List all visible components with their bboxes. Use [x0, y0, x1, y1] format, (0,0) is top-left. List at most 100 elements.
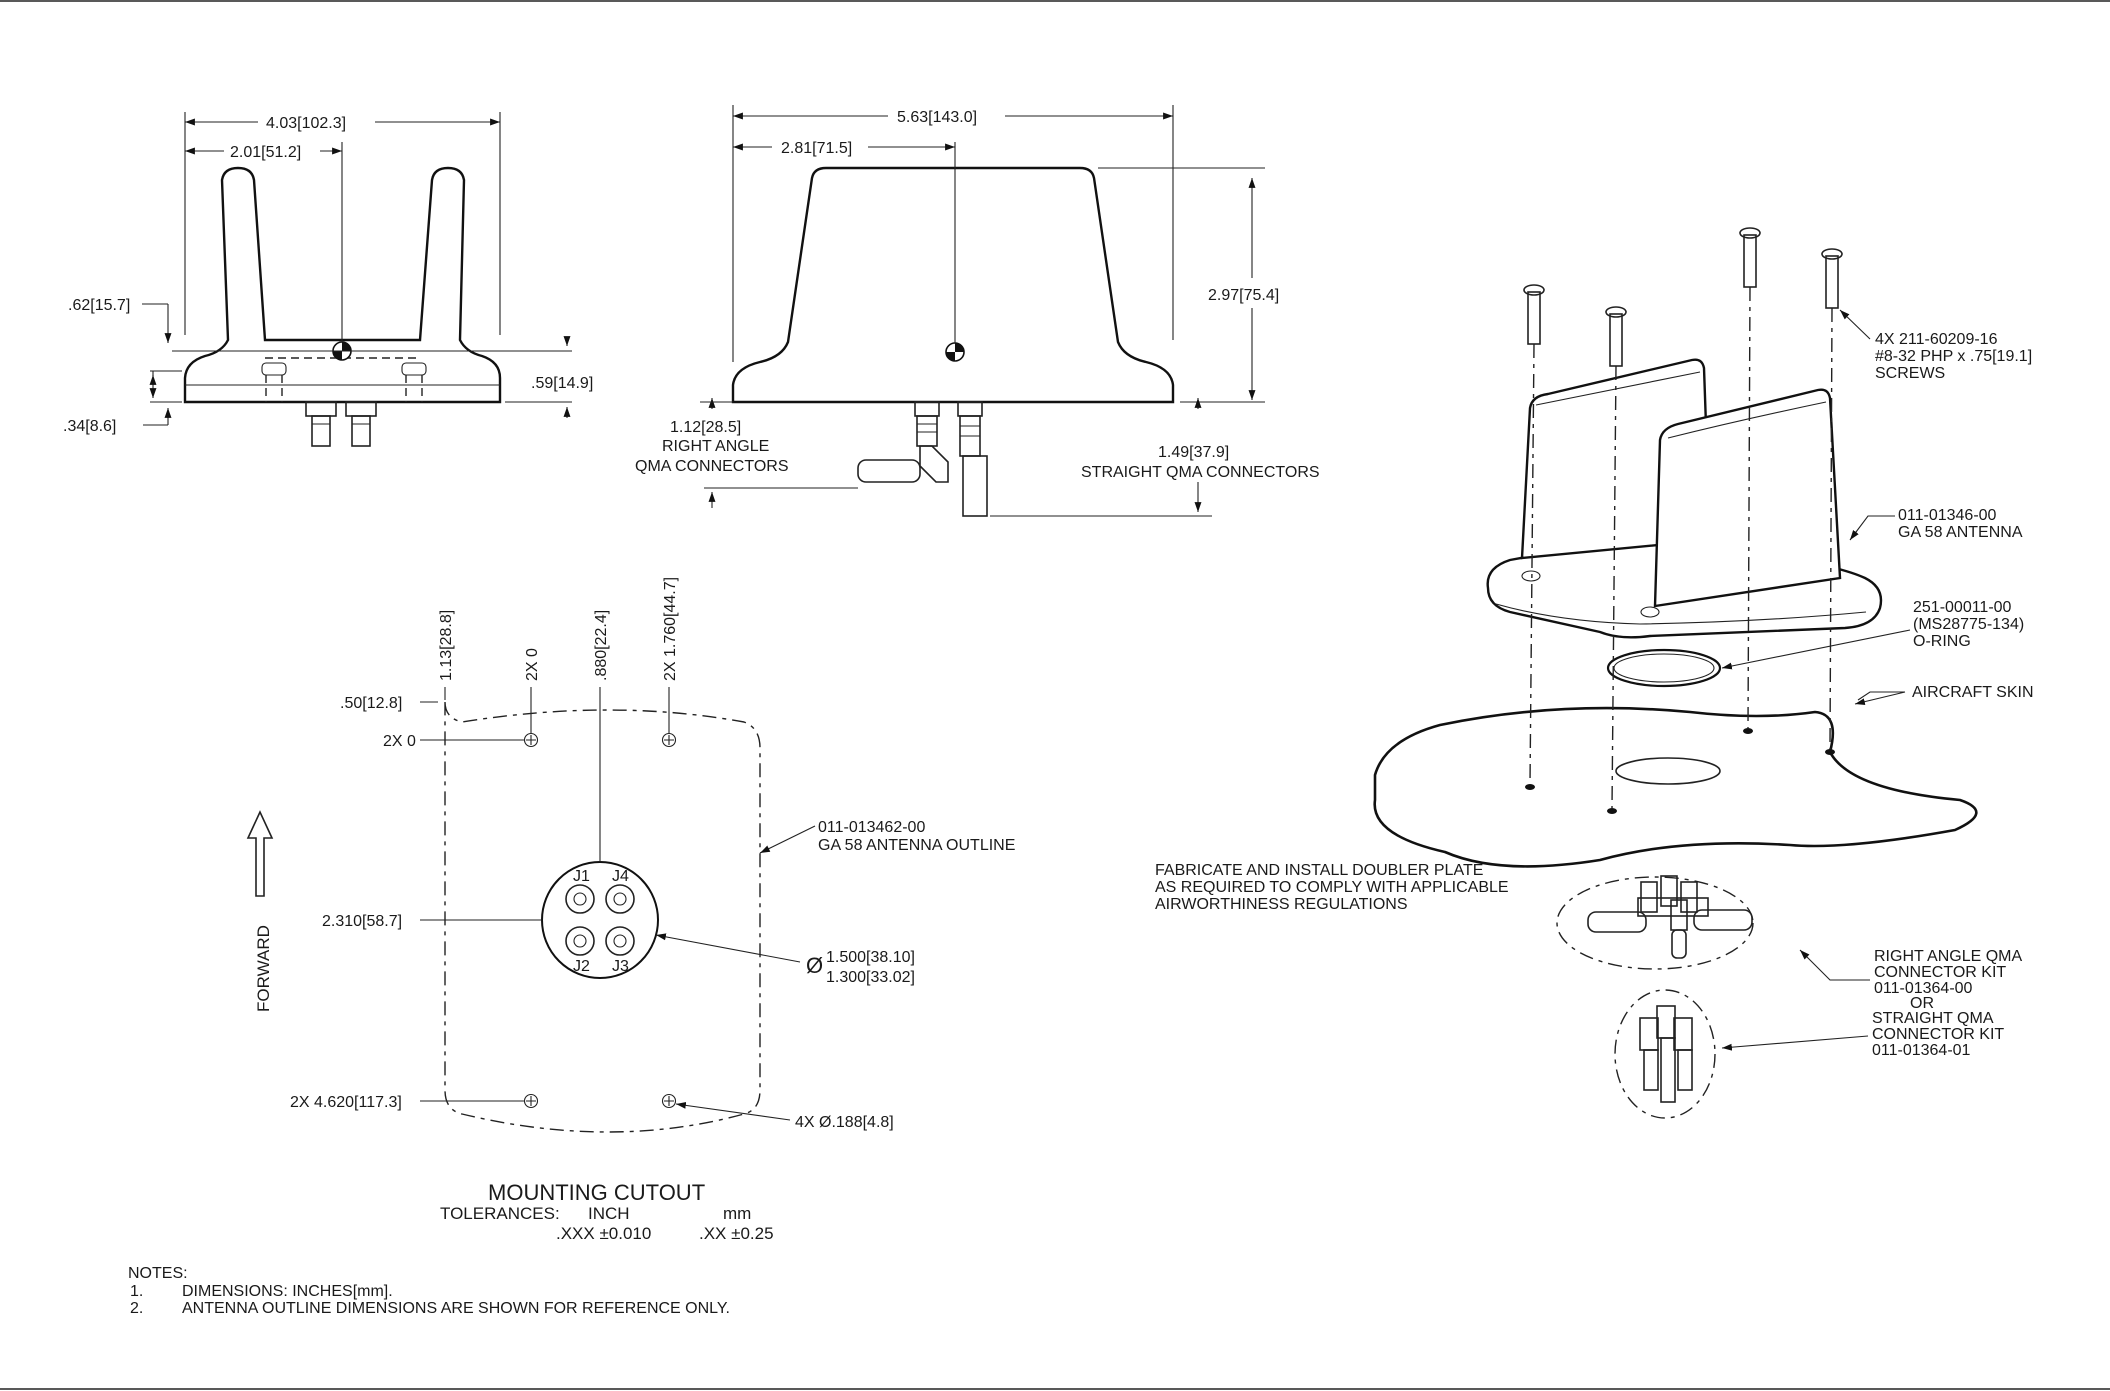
- antenna-outline: [444, 701, 761, 1133]
- side-base-height-dim: .34[8.6]: [63, 418, 116, 435]
- screw-icon: [1605, 306, 1627, 318]
- mounting-cutout-view: J1 J4 J2 J3 1.13[28.8] 2X 0 .880[22.4] 2…: [246, 577, 1015, 1243]
- screws-spec: #8-32 PHP x .75[19.1]: [1875, 348, 2032, 365]
- iso-screws: [1523, 227, 1843, 367]
- screw-icon: [1609, 313, 1623, 367]
- front-straight-label: STRAIGHT QMA CONNECTORS: [1081, 464, 1320, 481]
- dim-x-1: 1.13[28.8]: [438, 610, 455, 681]
- aircraft-skin: [1373, 706, 1978, 868]
- side-flange-height-dim: .59[14.9]: [531, 375, 593, 392]
- note-2-number: 2.: [130, 1300, 143, 1317]
- notes-block: NOTES: 1. DIMENSIONS: INCHES[mm]. 2. ANT…: [128, 1265, 730, 1317]
- screw-icon: [1825, 255, 1839, 309]
- dim-y-3: 2.310[58.7]: [322, 913, 402, 930]
- tolerance-mm: .XX ±0.25: [699, 1224, 774, 1243]
- connector-hole-dia-max: 1.500[38.10]: [826, 949, 915, 966]
- iso-blade-rear-top: [1535, 371, 1701, 406]
- antenna-description: GA 58 ANTENNA: [1898, 524, 2023, 541]
- side-view-screw-hidden: [265, 375, 423, 402]
- kit-ra-part-number: 011-01364-00: [1874, 980, 1973, 997]
- doubler-note-1: FABRICATE AND INSTALL DOUBLER PLATE: [1155, 862, 1483, 879]
- cutout-x-dims: 1.13[28.8] 2X 0 .880[22.4] 2X 1.760[44.7…: [438, 577, 679, 681]
- kit-straight-line-1: STRAIGHT QMA: [1872, 1010, 1994, 1027]
- note-1-number: 1.: [130, 1283, 143, 1300]
- kit-or: OR: [1910, 995, 1934, 1012]
- iso-centerlines: [1529, 286, 1833, 809]
- mounting-cutout-title: MOUNTING CUTOUT: [488, 1180, 705, 1205]
- forward-arrow-icon: [246, 810, 274, 897]
- skin-hole: [1743, 728, 1753, 734]
- jack-j3: J3: [612, 958, 629, 975]
- right-angle-connector-kit: [1587, 875, 1753, 959]
- dim-x-3: .880[22.4]: [593, 610, 610, 681]
- screw-icon: [1743, 234, 1757, 288]
- tolerance-inch: .XXX ±0.010: [556, 1224, 651, 1243]
- screw-icon: [1739, 227, 1761, 239]
- screw-icon: [1527, 291, 1541, 345]
- dim-x-4: 2X 1.760[44.7]: [662, 577, 679, 681]
- iso-base-screw-hole: [1640, 606, 1660, 618]
- o-ring-inner: [1613, 653, 1715, 683]
- iso-base-screw-hole: [1521, 570, 1541, 582]
- iso-antenna-base-edge: [1495, 603, 1867, 625]
- doubler-note-2: AS REQUIRED TO COMPLY WITH APPLICABLE: [1155, 879, 1509, 896]
- doubler-note-3: AIRWORTHINESS REGULATIONS: [1155, 896, 1407, 913]
- side-overall-width-dim: 4.03[102.3]: [266, 115, 346, 132]
- front-view: 5.63[143.0] 2.81[71.5] 2.97[75.4] 1.12[2…: [635, 105, 1320, 517]
- jack-j2: J2: [573, 958, 590, 975]
- oring-part-number: 251-00011-00: [1913, 599, 2012, 616]
- aircraft-skin-label: AIRCRAFT SKIN: [1912, 684, 2034, 701]
- front-right-angle-label-2: QMA CONNECTORS: [635, 458, 789, 475]
- kit-ra-line-1: RIGHT ANGLE QMA: [1874, 948, 2023, 965]
- screws-part-number: 4X 211-60209-16: [1875, 331, 1998, 348]
- front-straight-dim: 1.49[37.9]: [1158, 444, 1229, 461]
- outline-description: GA 58 ANTENNA OUTLINE: [818, 837, 1015, 854]
- jack-j1: J1: [573, 868, 590, 885]
- straight-connector-kit: [1639, 1005, 1693, 1103]
- side-view-screw-head-right: [401, 362, 427, 376]
- tolerance-inch-head: INCH: [588, 1204, 630, 1223]
- side-cg-height-dim: .62[15.7]: [68, 297, 130, 314]
- isometric-installation-view: 4X 211-60209-16 #8-32 PHP x .75[19.1] SC…: [1155, 227, 2034, 1119]
- screw-icon: [1821, 248, 1843, 260]
- screws-label: SCREWS: [1875, 365, 1945, 382]
- front-view-cg-symbol: [945, 342, 965, 362]
- dim-y-2: 2X 0: [383, 733, 416, 750]
- side-view-connectors: [305, 401, 377, 447]
- side-view-antenna-body: [183, 166, 502, 404]
- screw-icon: [1523, 284, 1545, 296]
- note-1-text: DIMENSIONS: INCHES[mm].: [182, 1283, 393, 1300]
- o-ring: [1606, 648, 1722, 688]
- outline-part-number: 011-013462-00: [818, 819, 925, 836]
- side-view: 4.03[102.3] 2.01[51.2] .62[15.7] .34[8.6…: [63, 112, 593, 447]
- dim-x-2: 2X 0: [524, 648, 541, 681]
- front-cg-offset-dim: 2.81[71.5]: [781, 140, 852, 157]
- tolerance-mm-head: mm: [723, 1204, 751, 1223]
- notes-heading: NOTES:: [128, 1265, 188, 1282]
- straight-kit-circle: [1614, 989, 1716, 1119]
- oring-label: O-RING: [1913, 633, 1971, 650]
- front-view-antenna-body: [731, 166, 1175, 404]
- mounting-holes: [523, 732, 677, 1109]
- skin-cutout: [1615, 757, 1721, 785]
- antenna-part-number: 011-01346-00: [1898, 507, 1997, 524]
- front-right-angle-dim: 1.12[28.5]: [670, 419, 741, 436]
- kit-ra-line-2: CONNECTOR KIT: [1874, 964, 2006, 981]
- oring-mil-spec: (MS28775-134): [1913, 616, 2024, 633]
- front-height-dim: 2.97[75.4]: [1208, 287, 1279, 304]
- note-2-text: ANTENNA OUTLINE DIMENSIONS ARE SHOWN FOR…: [182, 1300, 730, 1317]
- right-angle-kit-circle: [1556, 876, 1754, 970]
- connector-hole-dia-min: 1.300[33.02]: [826, 969, 915, 986]
- skin-hole: [1607, 808, 1617, 814]
- iso-blade-front-top: [1667, 401, 1827, 439]
- skin-hole: [1825, 749, 1835, 755]
- forward-label: FORWARD: [254, 925, 273, 1012]
- dim-y-4: 2X 4.620[117.3]: [290, 1094, 402, 1111]
- tolerances-label: TOLERANCES:: [440, 1204, 560, 1223]
- iso-antenna-blade-front: [1653, 388, 1842, 608]
- side-half-width-dim: 2.01[51.2]: [230, 144, 301, 161]
- dim-y-1: .50[12.8]: [340, 695, 402, 712]
- front-overall-width-dim: 5.63[143.0]: [897, 109, 977, 126]
- kit-straight-part-number: 011-01364-01: [1872, 1042, 1971, 1059]
